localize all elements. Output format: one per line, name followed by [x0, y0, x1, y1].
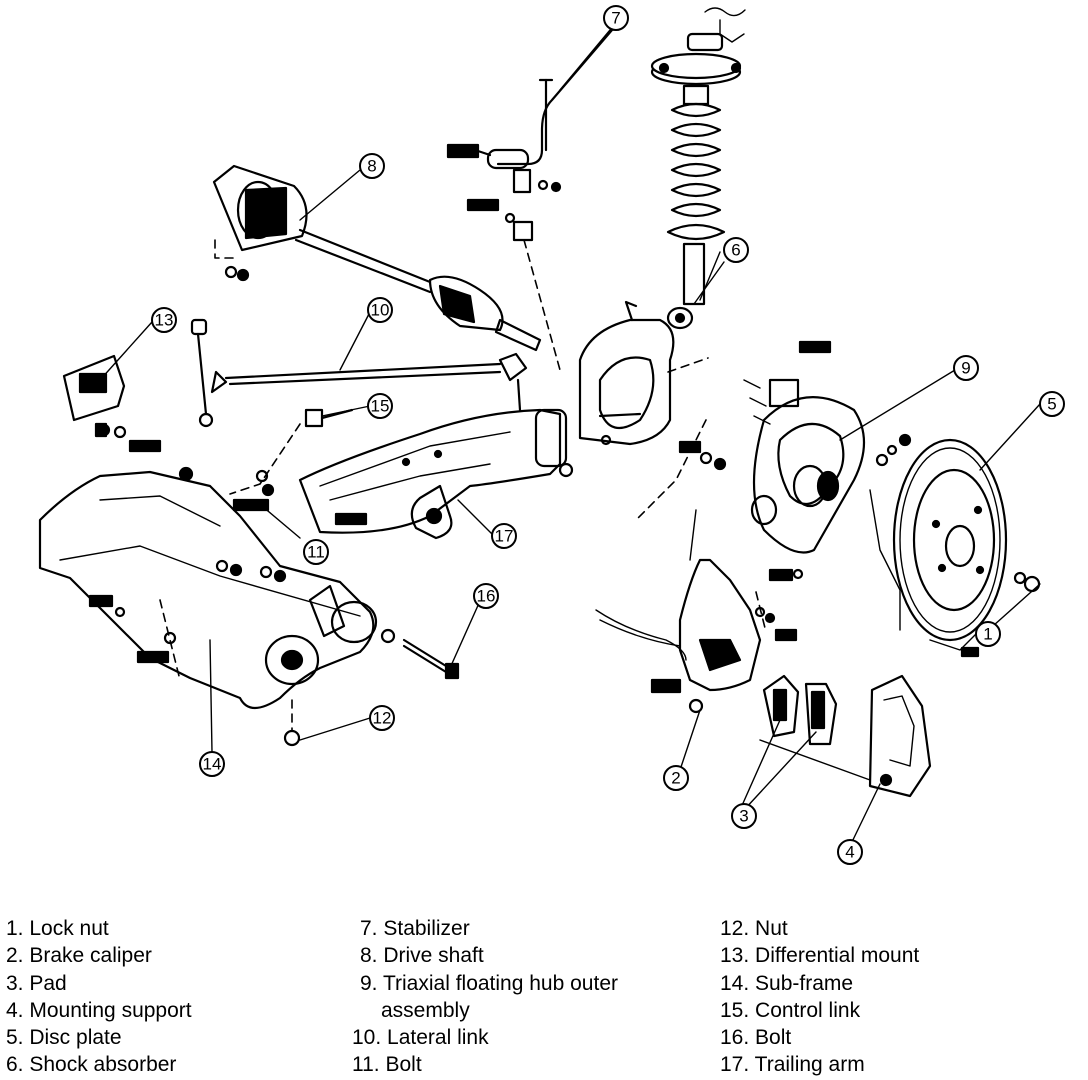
- svg-text:17: 17: [495, 527, 514, 546]
- disc-plate-part: [869, 438, 1041, 658]
- callout-16: 16: [473, 583, 499, 609]
- legend-item: 10. Lateral link: [352, 1026, 489, 1050]
- stabilizer-part: [446, 28, 614, 371]
- callout-11: 11: [303, 539, 329, 565]
- differential-mount-part: [62, 318, 214, 453]
- leader-lines: [99, 29, 1041, 847]
- svg-text:5: 5: [1047, 395, 1056, 414]
- legend-item: 6. Shock absorber: [6, 1053, 177, 1077]
- callout-8: 8: [359, 153, 385, 179]
- callout-15: 15: [367, 393, 393, 419]
- svg-text:15: 15: [371, 397, 390, 416]
- legend-column-1: 1. Lock nut 2. Brake caliper 3. Pad 4. M…: [6, 915, 192, 1079]
- svg-text:6: 6: [731, 241, 740, 260]
- svg-text:2: 2: [671, 769, 680, 788]
- legend-item: 5. Disc plate: [6, 1026, 122, 1050]
- hardware-part: [97, 423, 460, 747]
- legend-column-2: 7. Stabilizer 8. Drive shaft 9. Triaxial…: [352, 915, 618, 1079]
- callout-17: 17: [491, 523, 517, 549]
- svg-text:13: 13: [155, 311, 174, 330]
- shock-absorber-part: [650, 7, 746, 330]
- svg-text:16: 16: [477, 587, 496, 606]
- legend-item: 8. Drive shaft: [360, 944, 484, 968]
- svg-text:1: 1: [983, 625, 992, 644]
- legend-item: 3. Pad: [6, 971, 67, 995]
- pads-part: [762, 674, 838, 746]
- legend-item: 1. Lock nut: [6, 917, 109, 940]
- legend-column-3: 12. Nut 13. Differential mount 14. Sub-f…: [720, 915, 919, 1079]
- legend-item: 14. Sub-frame: [720, 971, 854, 995]
- legend-item-continuation: assembly: [381, 998, 470, 1022]
- callout-7: 7: [603, 5, 629, 31]
- svg-text:4: 4: [845, 843, 854, 862]
- svg-text:10: 10: [371, 301, 390, 320]
- legend-item: 4. Mounting support: [6, 998, 192, 1022]
- exploded-rear-suspension-diagram: 1 2 3 4 5 6 7 8 9 10 11 12 13 14 15 16 1…: [38, 5, 1065, 865]
- legend-item: 13. Differential mount: [720, 944, 920, 968]
- legend-item: 7. Stabilizer: [360, 917, 470, 940]
- callout-4: 4: [837, 839, 863, 865]
- callout-12: 12: [369, 705, 395, 731]
- legend-item: 9. Triaxial floating hub outer: [360, 971, 618, 995]
- drive-shaft-part: [212, 164, 542, 352]
- callout-2: 2: [663, 765, 689, 791]
- callout-6: 6: [723, 237, 749, 263]
- svg-text:8: 8: [367, 157, 376, 176]
- legend-item: 12. Nut: [720, 917, 788, 940]
- trailing-arm-part: [298, 408, 574, 540]
- svg-text:14: 14: [203, 755, 222, 774]
- svg-text:11: 11: [307, 543, 325, 562]
- sub-frame-part: [38, 470, 378, 710]
- brake-caliper-part: [595, 509, 804, 714]
- legend-item: 11. Bolt: [352, 1053, 422, 1077]
- svg-text:9: 9: [961, 359, 970, 378]
- lateral-link-part: [210, 352, 528, 412]
- callout-13: 13: [151, 307, 177, 333]
- callout-3: 3: [731, 803, 757, 829]
- knuckle-housing-part: [578, 300, 709, 446]
- svg-text:7: 7: [611, 9, 620, 28]
- callout-5: 5: [1039, 391, 1065, 417]
- svg-text:3: 3: [739, 807, 748, 826]
- callout-1: 1: [975, 621, 1001, 647]
- callout-14: 14: [199, 751, 225, 777]
- legend-item: 2. Brake caliper: [6, 944, 152, 968]
- svg-text:12: 12: [373, 709, 392, 728]
- callout-9: 9: [953, 355, 979, 381]
- callout-10: 10: [367, 297, 393, 323]
- legend-item: 16. Bolt: [720, 1026, 792, 1050]
- legend-item: 17. Trailing arm: [720, 1053, 865, 1077]
- hub-assembly-part: [635, 340, 912, 554]
- mounting-support-part: [759, 674, 932, 798]
- legend-item: 15. Control link: [720, 998, 861, 1022]
